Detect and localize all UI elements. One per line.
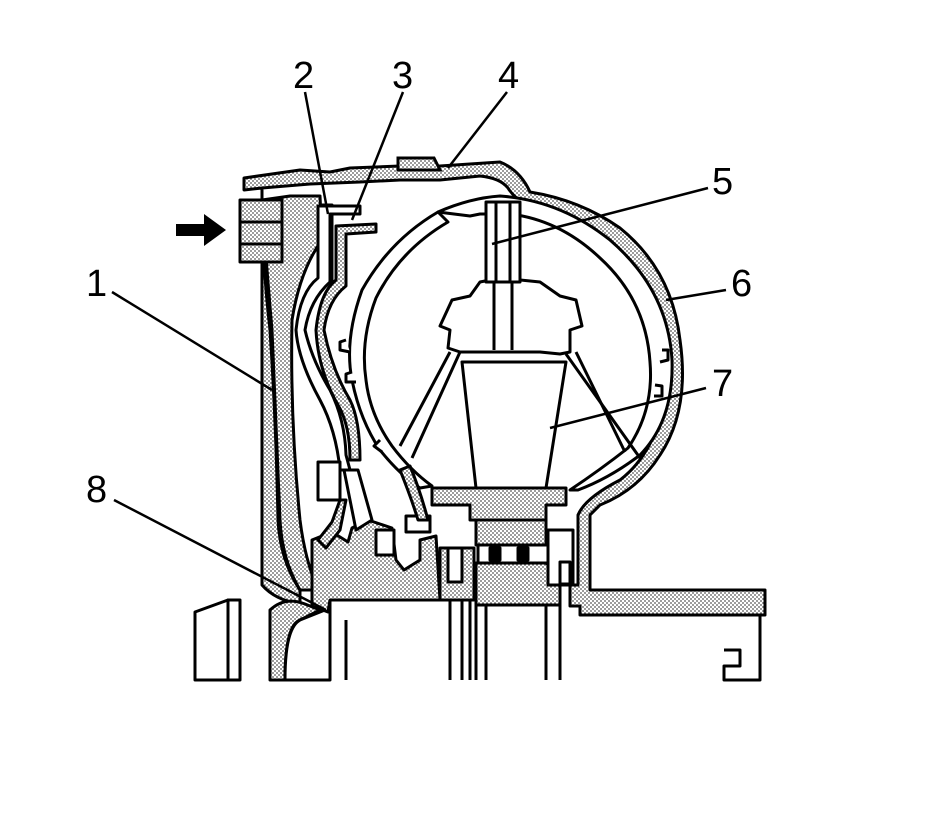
callout-1: 1 xyxy=(86,263,107,305)
callout-2: 2 xyxy=(293,55,314,97)
output-shaft xyxy=(328,598,762,682)
pressure-plate-block xyxy=(238,198,284,264)
leader-line-6 xyxy=(665,288,727,302)
callout-4: 4 xyxy=(498,55,519,97)
stator-assembly xyxy=(398,200,642,522)
callout-5: 5 xyxy=(712,161,733,203)
leader-line-5 xyxy=(491,186,709,246)
impeller-shell xyxy=(348,210,450,490)
stator-vane xyxy=(460,360,568,490)
piston-plate xyxy=(314,222,378,462)
callout-labels: 1 2 3 4 5 6 7 8 xyxy=(86,55,752,511)
leader-line-8 xyxy=(113,498,327,612)
callout-6: 6 xyxy=(731,263,752,305)
callout-7: 7 xyxy=(712,363,733,405)
leader-line-1 xyxy=(111,290,273,392)
impeller-hub xyxy=(310,460,442,614)
housing-tab xyxy=(396,156,443,172)
turbine-assembly xyxy=(338,194,674,492)
clutch-plate xyxy=(294,204,362,472)
callout-3: 3 xyxy=(392,55,413,97)
leader-line-2 xyxy=(303,91,330,215)
right-arrow-icon xyxy=(176,214,226,246)
leader-line-3 xyxy=(350,91,405,221)
leader-lines xyxy=(111,91,727,612)
pressure-plate-assembly xyxy=(238,198,378,472)
leader-line-7 xyxy=(549,386,707,430)
turbine-shell xyxy=(436,194,674,492)
leader-line-4 xyxy=(447,91,508,169)
center-hub xyxy=(438,518,575,607)
stator-hub xyxy=(430,486,568,522)
bell-housing xyxy=(193,598,332,682)
callout-8: 8 xyxy=(86,469,107,511)
